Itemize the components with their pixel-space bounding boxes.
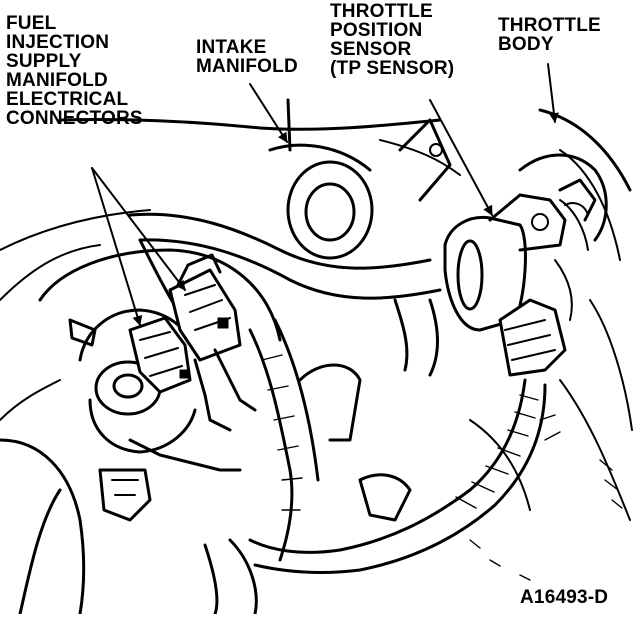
label-fuel-injection-connectors: FUEL INJECTION SUPPLY MANIFOLD ELECTRICA…: [6, 14, 143, 128]
label-line: MANIFOLD: [6, 70, 108, 91]
intake-manifold-drawing: [268, 98, 452, 260]
throttle-body-drawing: [518, 153, 608, 321]
label-line: POSITION: [330, 20, 423, 41]
label-throttle-body: THROTTLE BODY: [498, 16, 601, 54]
engine-background: [0, 108, 633, 616]
label-line: INTAKE: [196, 37, 267, 58]
wiring-harness-drawing: [203, 318, 561, 616]
label-line: THROTTLE: [330, 1, 433, 22]
label-line: MANIFOLD: [196, 56, 298, 77]
figure-reference-id: A16493-D: [520, 587, 609, 608]
label-line: SENSOR: [330, 39, 412, 60]
label-line: ELECTRICAL: [6, 89, 129, 110]
fuel-injection-connectors-drawing: [128, 253, 257, 432]
hose-drawing: [128, 212, 442, 377]
label-line: CONNECTORS: [6, 108, 143, 129]
label-line: INJECTION: [6, 32, 110, 53]
label-line: THROTTLE: [498, 15, 601, 36]
label-line: FUEL: [6, 13, 57, 34]
label-line: SUPPLY: [6, 51, 82, 72]
label-intake-manifold: INTAKE MANIFOLD: [196, 38, 298, 76]
label-line: (TP SENSOR): [330, 58, 455, 79]
callout-leaders: [91, 63, 559, 326]
label-line: BODY: [498, 34, 554, 55]
tp-sensor-drawing: [443, 193, 567, 377]
label-tp-sensor: THROTTLE POSITION SENSOR (TP SENSOR): [330, 2, 454, 78]
